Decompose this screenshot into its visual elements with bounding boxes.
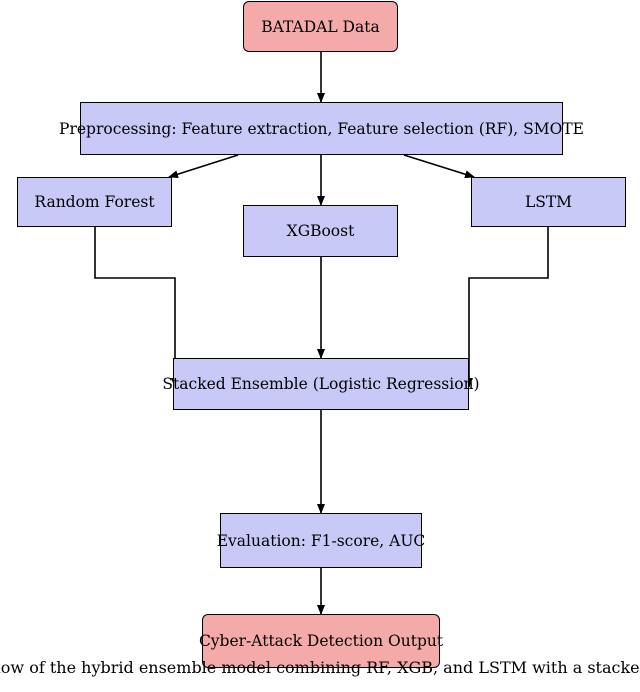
arrow-lstm-to-stacked <box>465 227 549 388</box>
stacked-ensemble-node: Stacked Ensemble (Logistic Regression) <box>162 358 480 410</box>
lstm-node: LSTM <box>471 177 626 227</box>
stacked-ensemble-label: Stacked Ensemble (Logistic Regression) <box>162 375 480 393</box>
arrow-random-forest-to-stacked <box>94 227 179 388</box>
figure-caption-text: flow of the hybrid ensemble model combin… <box>0 658 640 677</box>
random-forest-label: Random Forest <box>34 193 155 211</box>
detection-output-node: Cyber-Attack Detection Output <box>198 614 444 668</box>
batadal-data-node: BATADAL Data <box>243 1 398 52</box>
preprocessing-node: Preprocessing: Feature extraction, Featu… <box>59 102 584 155</box>
random-forest-node: Random Forest <box>17 177 172 227</box>
lstm-label: LSTM <box>524 193 573 211</box>
figure-caption: flow of the hybrid ensemble model combin… <box>0 658 640 692</box>
arrow-preprocessing-to-random-forest <box>168 154 239 179</box>
arrow-preprocessing-to-lstm <box>403 154 475 179</box>
detection-output-label: Cyber-Attack Detection Output <box>198 632 444 650</box>
xgboost-label: XGBoost <box>286 222 355 240</box>
evaluation-node: Evaluation: F1-score, AUC <box>217 513 425 568</box>
evaluation-label: Evaluation: F1-score, AUC <box>216 531 426 550</box>
batadal-data-label: BATADAL Data <box>261 17 380 36</box>
preprocessing-label: Preprocessing: Feature extraction, Featu… <box>59 119 584 138</box>
xgboost-node: XGBoost <box>243 205 398 257</box>
